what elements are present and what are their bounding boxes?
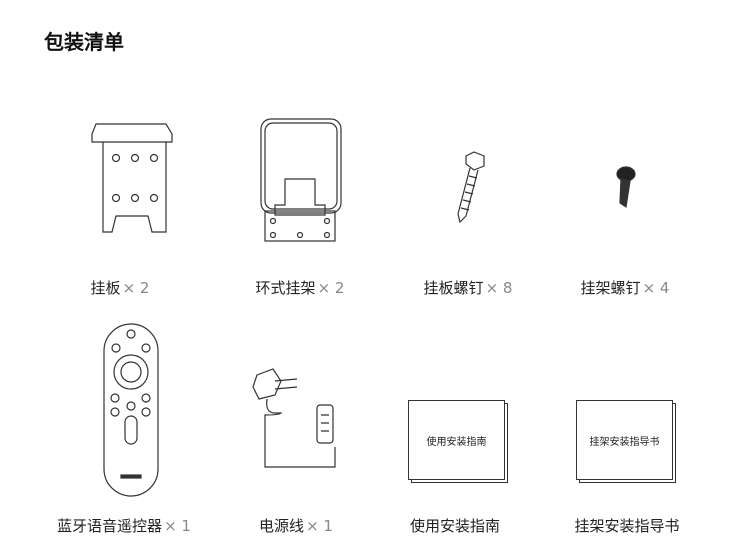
item-label-user-guide: 使用安装指南	[409, 517, 500, 535]
bracket-guide-booklet: 挂架安装指导书	[576, 400, 673, 480]
item-label-wall-plate: 挂板× 2	[90, 279, 150, 297]
bracket-guide-cover-text: 挂架安装指导书	[589, 436, 660, 448]
ring-bracket-icon	[260, 118, 342, 242]
power-cord-icon	[252, 368, 336, 468]
user-guide-cover-text: 使用安装指南	[426, 436, 487, 448]
wall-plate-icon	[91, 123, 173, 233]
item-label-remote: 蓝牙语音遥控器× 1	[57, 517, 191, 535]
remote-control-icon	[103, 323, 159, 497]
plate-screw-icon	[457, 151, 485, 224]
item-label-power-cord: 电源线× 1	[259, 517, 333, 535]
item-label-bracket-guide: 挂架安装指导书	[574, 517, 680, 535]
bracket-screw-icon	[616, 166, 636, 209]
item-label-ring-bracket: 环式挂架× 2	[255, 279, 345, 297]
item-label-plate-screw: 挂板螺钉× 8	[423, 279, 513, 297]
page-title: 包装清单	[44, 30, 124, 54]
user-guide-booklet: 使用安装指南	[408, 400, 505, 480]
item-label-bracket-screw: 挂架螺钉× 4	[580, 279, 670, 297]
